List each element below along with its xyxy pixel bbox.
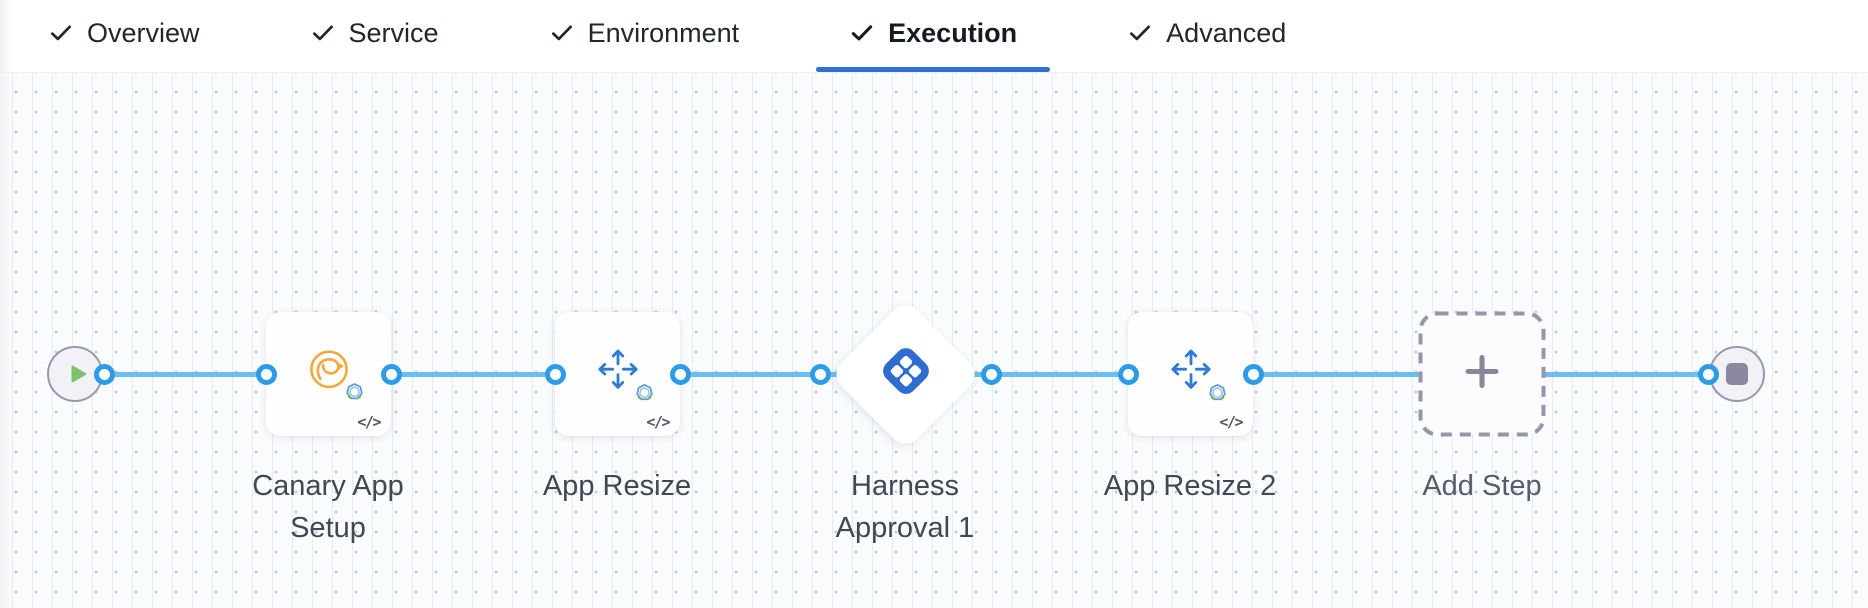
tab-advanced[interactable]: Advanced: [1094, 0, 1319, 72]
gear-icon: [343, 381, 366, 409]
step-node-harness-approval-1[interactable]: [829, 298, 982, 451]
step-label-harness-approval-1: Harness Approval 1: [835, 470, 975, 544]
step-label-app-resize-2: App Resize 2: [1103, 470, 1277, 502]
resize-arrows-icon: [1165, 343, 1226, 401]
step-node-canary-app-setup[interactable]: </>: [266, 312, 391, 436]
template-code-badge: </>: [1219, 413, 1243, 431]
connector-ring[interactable]: [380, 364, 402, 385]
tab-label: Execution: [888, 17, 1018, 48]
connector-ring[interactable]: [93, 364, 115, 385]
plus-icon: [1462, 352, 1502, 397]
step-node-app-resize-2[interactable]: </>: [1128, 312, 1253, 436]
connector-ring[interactable]: [1117, 364, 1139, 385]
tab-label: Advanced: [1166, 17, 1287, 48]
check-icon: [312, 25, 333, 41]
step-label-canary-app-setup: Canary App Setup: [252, 470, 404, 544]
stage-config-tabs: Overview Service Environment Execution A…: [0, 0, 1868, 73]
gear-icon: [633, 382, 656, 410]
step-label-add-step: Add Step: [1422, 470, 1542, 502]
template-code-badge: </>: [357, 413, 381, 431]
resize-arrows-icon: [592, 343, 653, 401]
check-icon: [50, 25, 72, 41]
connector-ring[interactable]: [809, 364, 831, 385]
tab-service[interactable]: Service: [277, 0, 472, 72]
pipeline-canvas[interactable]: </> </>: [0, 73, 1868, 608]
check-icon: [851, 25, 873, 41]
tab-label: Overview: [87, 17, 200, 48]
step-node-app-resize[interactable]: </>: [555, 312, 680, 436]
add-step-button[interactable]: [1418, 311, 1546, 437]
play-icon: [71, 365, 86, 383]
check-icon: [551, 25, 572, 41]
tab-execution[interactable]: Execution: [816, 0, 1051, 72]
check-icon: [1130, 25, 1151, 41]
step-label-app-resize: App Resize: [542, 470, 692, 502]
stop-icon: [1726, 363, 1748, 385]
connector-ring[interactable]: [669, 364, 691, 385]
connector-ring[interactable]: [255, 364, 277, 385]
connector-ring[interactable]: [544, 364, 566, 385]
canary-bird-icon: [304, 344, 363, 400]
tab-label: Environment: [587, 17, 740, 48]
tab-overview[interactable]: Overview: [15, 0, 233, 72]
template-code-badge: </>: [646, 413, 670, 431]
tab-environment[interactable]: Environment: [516, 0, 773, 72]
pipeline-start-node: [47, 346, 103, 402]
connector-ring[interactable]: [1697, 364, 1719, 385]
tab-label: Service: [348, 17, 439, 48]
gear-icon: [1206, 382, 1229, 410]
connector-ring[interactable]: [980, 364, 1002, 385]
connector-ring[interactable]: [1242, 364, 1264, 385]
